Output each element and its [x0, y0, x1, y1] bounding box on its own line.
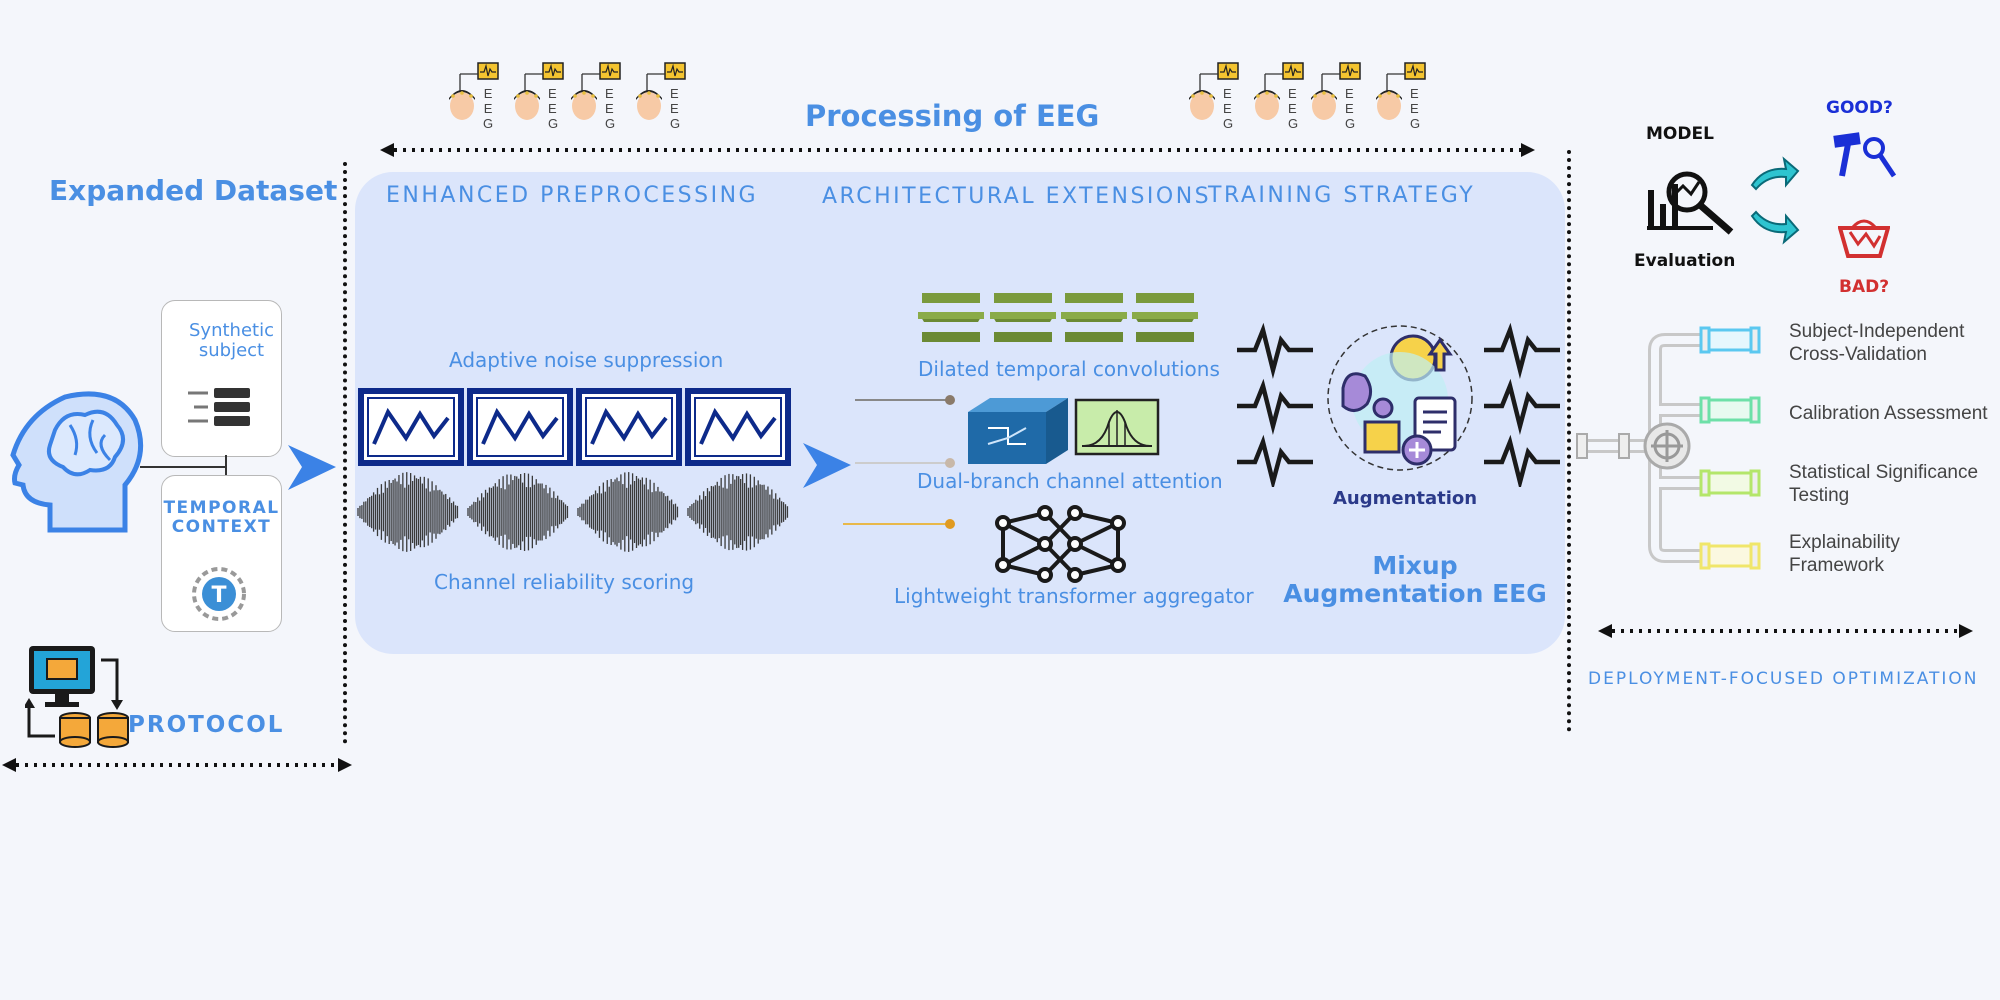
temporal-context-card: TEMPORAL CONTEXT T	[161, 475, 282, 632]
eval-item-cross-validation: Subject-Independent Cross-Validation	[1789, 321, 1965, 365]
section-architecture: ARCHITECTURAL EXTENSIONS	[822, 184, 1212, 209]
dataset-span-arrow	[2, 758, 352, 772]
augmentation-icon	[1327, 325, 1473, 471]
divider-left	[343, 162, 347, 744]
pipe-manifold-diagram	[1576, 326, 1761, 570]
synthetic-subject-card: Synthetic subject	[161, 300, 282, 457]
left-chevron-arrow	[288, 445, 336, 490]
pulse-signals-right	[1482, 322, 1562, 487]
temporal-icon: T	[192, 567, 246, 621]
protocol-label: PROTOCOL	[128, 712, 285, 738]
transformer-label: Lightweight transformer aggregator	[894, 584, 1254, 608]
bell-curve-icon	[1074, 398, 1160, 456]
dilated-conv-label: Dilated temporal convolutions	[918, 357, 1220, 381]
eval-item-significance: Statistical Significance Testing	[1789, 462, 1979, 506]
attention-connector-lines	[843, 395, 955, 529]
deployment-label: DEPLOYMENT-FOCUSED OPTIMIZATION	[1588, 669, 1979, 689]
noise-suppression-label: Adaptive noise suppression	[449, 348, 724, 372]
protocol-icon	[25, 646, 129, 748]
channel-reliability-label: Channel reliability scoring	[434, 570, 695, 594]
analytics-magnifier-icon	[1647, 171, 1734, 235]
broken-basket-icon	[1838, 219, 1890, 258]
eval-item-calibration: Calibration Assessment	[1789, 403, 1988, 424]
eeg-figures-left	[449, 62, 686, 121]
pulse-signals-left	[1235, 322, 1315, 487]
temporal-context-label: TEMPORAL CONTEXT	[163, 498, 280, 537]
dataset-title: Expanded Dataset	[49, 174, 338, 207]
section-preprocessing: ENHANCED PREPROCESSING	[386, 183, 759, 208]
head-brain-icon	[10, 391, 144, 533]
transformer-network-icon	[995, 505, 1126, 583]
eeg-figures-right	[1188, 62, 1426, 121]
processing-span-arrow	[380, 143, 1535, 157]
mixup-augmentation-label: Mixup Augmentation EEG	[1283, 551, 1547, 608]
switch-cube-icon	[968, 398, 1068, 464]
teal-arrow-down-icon	[1750, 210, 1800, 245]
bad-label: BAD?	[1839, 277, 1890, 297]
good-label: GOOD?	[1826, 98, 1893, 118]
hammer-magnifier-icon	[1833, 132, 1897, 178]
page-title: Processing of EEG	[805, 99, 1100, 133]
teal-arrow-up-icon	[1750, 156, 1800, 191]
evaluation-label: Evaluation	[1634, 251, 1736, 271]
raw-eeg-waveform	[357, 472, 789, 552]
signal-windows	[358, 388, 798, 466]
preprocessing-chevron-arrow	[803, 443, 851, 488]
deployment-span-arrow	[1598, 624, 1973, 638]
synthetic-subject-label: Synthetic subject	[189, 320, 274, 361]
augmentation-label: Augmentation	[1333, 488, 1478, 509]
dual-branch-label: Dual-branch channel attention	[917, 469, 1223, 493]
eval-item-explainability: Explainability Framework	[1789, 532, 1900, 576]
model-label: MODEL	[1646, 124, 1714, 144]
divider-right	[1567, 150, 1571, 732]
section-training: TRAINING STRATEGY	[1208, 183, 1476, 208]
temporal-conv-blocks-icon	[918, 293, 1198, 342]
server-icon	[188, 388, 250, 426]
svg-text:T: T	[211, 583, 226, 608]
